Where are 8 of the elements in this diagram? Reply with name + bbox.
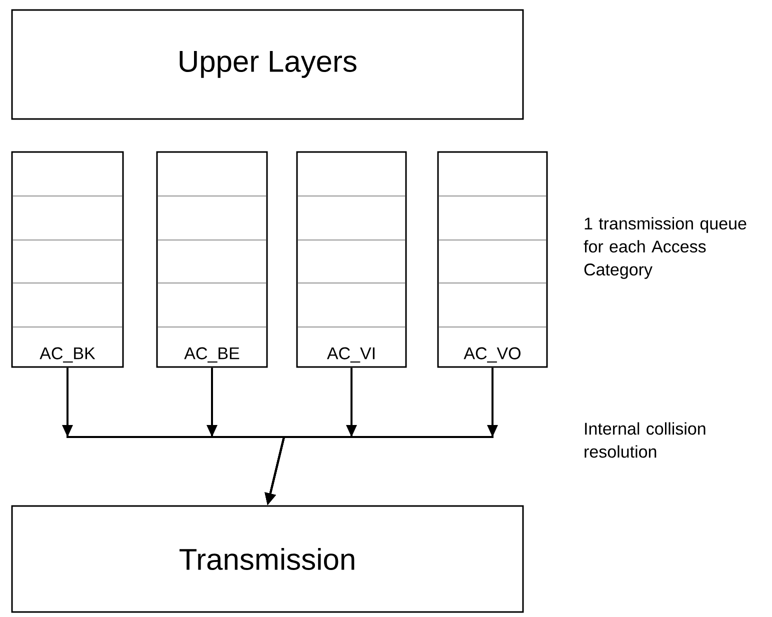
layer-box: Upper Layers — [11, 9, 524, 120]
queue-box: AC_BK — [11, 151, 124, 368]
queue-box: AC_VI — [296, 151, 407, 368]
note-text: Internal collision resolution — [584, 422, 706, 458]
layer-box: Transmission — [11, 505, 524, 613]
note-text: 1 transmission queue for each Access Category — [584, 217, 746, 279]
queue-box: AC_BE — [156, 151, 268, 368]
queue-box: AC_VO — [437, 151, 548, 368]
